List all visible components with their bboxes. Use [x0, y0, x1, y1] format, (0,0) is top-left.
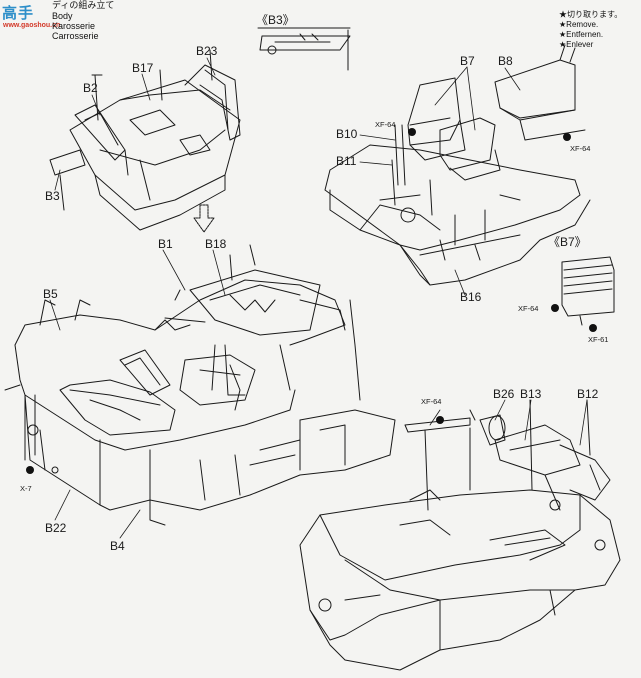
paint-markers	[26, 128, 597, 474]
note-line-2: ★Remove.	[559, 20, 599, 29]
leader-lines	[49, 57, 588, 539]
body-assembly	[4, 244, 396, 526]
dash-assembly	[49, 49, 241, 231]
note-line-1: ★切り取ります。	[559, 10, 623, 19]
part-label-b11: B11	[336, 154, 357, 168]
inset-b7-title: 《B7》	[548, 235, 587, 249]
paint-code-xf64-right: XF-64	[570, 144, 591, 153]
header-german: Karosserie	[52, 21, 96, 31]
inset-b3-title: 《B3》	[256, 13, 295, 27]
paint-code-xf64-b7: XF-64	[518, 304, 539, 313]
part-label-b13: B13	[520, 387, 542, 401]
part-label-b3: B3	[45, 189, 60, 203]
part-label-b26: B26	[493, 387, 515, 401]
assembly-arrow	[193, 204, 215, 233]
paint-code-x7: X-7	[20, 484, 32, 493]
part-label-b12: B12	[577, 387, 599, 401]
part-label-b4: B4	[110, 539, 125, 553]
watermark-logo: 高手 www.gaoshou.cn	[2, 2, 60, 32]
paint-code-xf61-b7: XF-61	[588, 335, 609, 344]
header-english: Body	[52, 11, 73, 21]
part-label-b5: B5	[43, 287, 58, 301]
part-label-b8: B8	[498, 54, 513, 68]
part-label-b18: B18	[205, 237, 227, 251]
part-label-b2: B2	[83, 81, 98, 95]
part-label-b16: B16	[460, 290, 482, 304]
paint-code-xf64-seats: XF-64	[375, 120, 396, 129]
header-french: Carrosserie	[52, 31, 99, 41]
watermark-brand: 高手	[2, 4, 35, 22]
seat-assembly	[324, 44, 591, 286]
b7-inset-drawing	[561, 256, 615, 326]
paint-code-xf64-b26: XF-64	[421, 397, 442, 406]
part-label-b17: B17	[132, 61, 154, 75]
floor-assembly	[299, 399, 621, 671]
note-line-4: ★Enlever	[559, 40, 594, 49]
part-label-b22: B22	[45, 521, 67, 535]
part-label-b7: B7	[460, 54, 475, 68]
part-label-b1: B1	[158, 237, 173, 251]
header-japanese: ディの組み立て	[52, 0, 115, 10]
b3-inset-drawing	[257, 27, 351, 71]
note-line-3: ★Entfernen.	[559, 30, 604, 39]
part-label-b10: B10	[336, 127, 358, 141]
part-label-b23: B23	[196, 44, 218, 58]
watermark-site: www.gaoshou.cn	[3, 22, 61, 29]
